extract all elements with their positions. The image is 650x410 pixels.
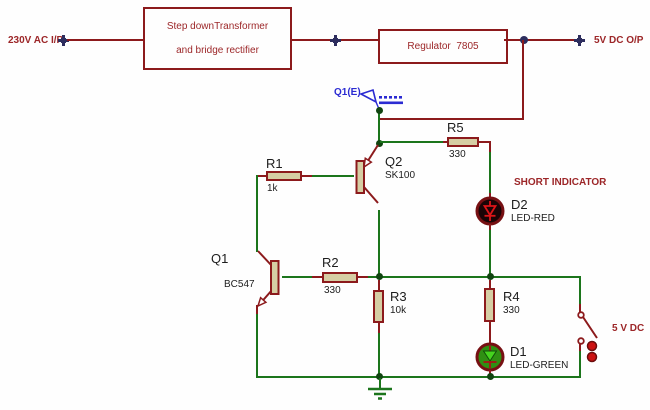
r5-value-label: 330 — [449, 149, 466, 160]
wire — [358, 276, 368, 278]
wire — [378, 333, 380, 378]
r4-value-label: 330 — [503, 305, 520, 316]
junction-dot — [520, 36, 528, 44]
wire — [489, 280, 491, 288]
r3-ref-label: R3 — [390, 289, 407, 304]
probe-junction-dot — [376, 107, 383, 114]
q1-ref-label: Q1 — [211, 251, 229, 266]
output-terminal-label: 5V DC O/P — [594, 35, 644, 46]
output-terminal-icon — [574, 35, 585, 46]
switch-terminal-top — [577, 311, 585, 319]
q2-ref-label: Q2 — [385, 154, 403, 169]
d2-value-label: LED-RED — [511, 213, 555, 224]
junction-dot — [376, 373, 383, 380]
input-terminal-icon — [58, 35, 69, 46]
input-terminal-label: 230V AC I/P — [8, 35, 64, 46]
wire — [256, 175, 266, 177]
r2-value-label: 330 — [324, 285, 341, 296]
wire — [368, 276, 580, 278]
resistor-r4-body[interactable] — [484, 288, 495, 322]
transformer-block-line1: Step downTransformer — [166, 21, 269, 32]
wire — [302, 175, 312, 177]
supply-label: 5 V DC — [612, 323, 645, 334]
junction-dot — [376, 273, 383, 280]
d1-value-label: LED-GREEN — [510, 360, 569, 371]
q2-value-label: SK100 — [385, 170, 416, 181]
wire — [379, 118, 524, 120]
wire — [256, 314, 258, 378]
transformer-rectifier-block[interactable]: Step downTransformer and bridge rectifie… — [143, 7, 292, 70]
switch-actuator-dot — [586, 340, 598, 352]
junction-dot — [487, 273, 494, 280]
transistor-q1[interactable] — [250, 245, 285, 315]
wire — [378, 280, 380, 290]
switch-sw1[interactable] — [572, 308, 606, 364]
resistor-r3-body[interactable] — [373, 290, 384, 323]
regulator-block[interactable]: Regulator 7805 — [378, 29, 508, 64]
transistor-q2[interactable] — [350, 140, 385, 210]
wire — [256, 305, 258, 314]
r1-value-label: 1k — [267, 183, 278, 194]
transformer-block-line2: and bridge rectifier — [176, 45, 259, 56]
wire — [312, 276, 322, 278]
led-d1-green[interactable] — [474, 340, 507, 378]
switch-actuator-dot — [586, 351, 598, 363]
wire — [504, 39, 578, 41]
mid-rail-terminal-icon — [330, 35, 341, 46]
resistor-r5-body[interactable] — [447, 137, 479, 147]
r4-ref-label: R4 — [503, 289, 520, 304]
resistor-r1-body[interactable] — [266, 171, 302, 181]
wire — [282, 276, 312, 278]
d1-ref-label: D1 — [510, 344, 527, 359]
wire — [522, 40, 524, 120]
regulator-block-label: Regulator 7805 — [407, 41, 479, 52]
wire — [378, 210, 380, 278]
resistor-r2-body[interactable] — [322, 272, 358, 283]
switch-lever — [582, 316, 598, 339]
wire — [489, 230, 491, 278]
wire — [378, 323, 380, 333]
junction-dot — [487, 373, 494, 380]
wire — [443, 141, 447, 143]
wire — [489, 322, 491, 344]
wire — [489, 152, 491, 198]
r3-value-label: 10k — [390, 305, 407, 316]
wire — [256, 175, 258, 252]
wire — [67, 39, 143, 41]
wire — [579, 351, 581, 378]
wire — [256, 376, 581, 378]
led-d2-red[interactable] — [474, 193, 507, 231]
wire — [479, 141, 491, 143]
r5-ref-label: R5 — [447, 120, 464, 135]
wire — [312, 175, 354, 177]
wire — [579, 344, 581, 351]
short-indicator-label: SHORT INDICATOR — [514, 177, 607, 188]
switch-terminal-bottom — [577, 337, 585, 345]
probe-label: Q1(E) — [334, 87, 361, 98]
q1-value-label: BC547 — [224, 279, 255, 290]
r2-ref-label: R2 — [322, 255, 339, 270]
wire — [579, 276, 581, 304]
wire — [579, 304, 581, 314]
junction-dot — [376, 140, 383, 147]
ground-symbol — [368, 378, 392, 400]
wire — [380, 141, 443, 143]
r1-ref-label: R1 — [266, 156, 283, 171]
d2-ref-label: D2 — [511, 197, 528, 212]
wire — [378, 108, 380, 144]
wire — [489, 141, 491, 152]
voltage-probe-icon[interactable] — [358, 86, 408, 112]
